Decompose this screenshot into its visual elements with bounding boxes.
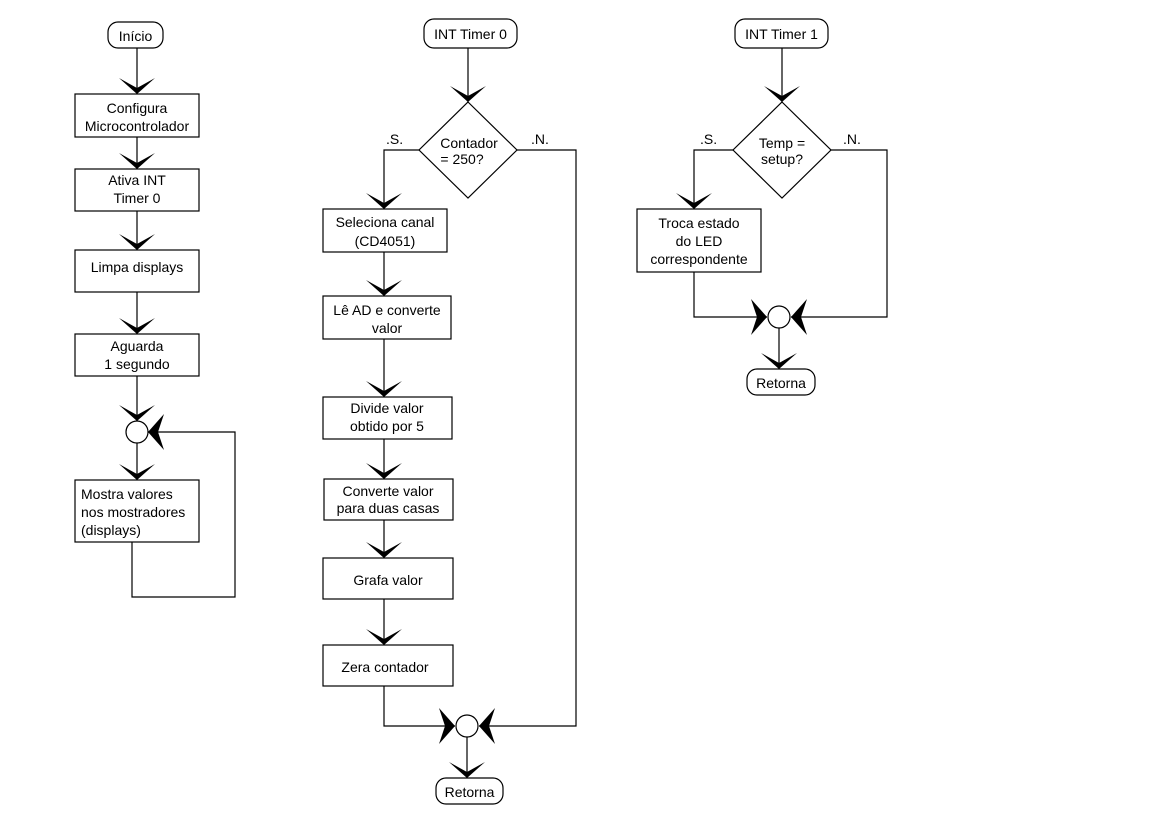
process-box — [322, 208, 448, 253]
arrowhead — [119, 318, 155, 334]
process-label: Troca estado — [658, 215, 739, 231]
process-label: Mostra valores — [81, 486, 173, 502]
junction-connector — [455, 714, 479, 738]
arrowhead — [450, 86, 486, 102]
process-label: do LED — [676, 233, 723, 249]
decision-label: Contador — [440, 135, 498, 151]
process-label: obtido por 5 — [350, 418, 424, 434]
process-label: Divide valor — [350, 400, 423, 416]
arrowhead — [751, 299, 767, 335]
start-label: INT Timer 0 — [434, 26, 507, 42]
flow-int-timer1: INT Timer 1 Temp = setup? .S. .N. Troca … — [636, 18, 888, 396]
no-label: .N. — [843, 131, 861, 147]
arrowhead — [366, 193, 402, 209]
process-label: Grafa valor — [353, 572, 423, 588]
loop-connector — [131, 431, 236, 598]
process-label: Seleciona canal — [336, 214, 435, 230]
process-label: para duas casas — [337, 500, 440, 516]
process-box — [74, 168, 200, 212]
end-terminal — [746, 368, 816, 396]
arrowhead — [119, 153, 155, 169]
arrowhead — [119, 234, 155, 250]
decision-label: setup? — [761, 151, 803, 167]
flow-int-timer0: INT Timer 0 Contador = 250? .S. .N. Sele… — [322, 18, 577, 805]
start-label: INT Timer 1 — [745, 26, 818, 42]
end-label: Retorna — [756, 375, 806, 391]
arrowhead — [676, 193, 712, 209]
arrowhead — [366, 280, 402, 296]
process-label: (displays) — [81, 522, 141, 538]
process-box — [636, 208, 762, 273]
start-terminal — [423, 18, 518, 49]
arrowhead — [791, 299, 807, 335]
process-label: Aguarda — [111, 338, 164, 354]
arrowhead — [148, 414, 164, 450]
yes-label: .S. — [700, 131, 717, 147]
process-label: Converte valor — [342, 483, 433, 499]
junction-connector — [767, 305, 791, 329]
start-terminal — [107, 21, 164, 49]
arrowhead — [366, 629, 402, 645]
end-terminal — [435, 777, 504, 805]
arrowhead — [366, 381, 402, 397]
arrowhead — [119, 405, 155, 421]
arrowhead — [439, 708, 455, 744]
arrowhead — [761, 353, 797, 369]
process-box — [322, 557, 454, 600]
arrowhead — [479, 708, 495, 744]
arrowhead — [449, 762, 485, 778]
junction-connector — [125, 420, 149, 444]
process-label: Zera contador — [341, 659, 428, 675]
process-label: nos mostradores — [81, 504, 185, 520]
process-label: Ativa INT — [108, 172, 166, 188]
decision-diamond — [418, 101, 518, 199]
process-box — [74, 249, 200, 293]
process-label: 1 segundo — [104, 356, 170, 372]
no-label: .N. — [531, 131, 549, 147]
process-box — [322, 295, 452, 340]
arrowhead — [366, 463, 402, 479]
process-label: correspondente — [650, 251, 748, 267]
process-box — [74, 479, 200, 543]
process-label: Microcontrolador — [85, 118, 190, 134]
flow-main: Início Configura Microcontrolador Ativa … — [74, 21, 236, 598]
start-label: Início — [119, 28, 153, 44]
process-box — [74, 93, 200, 138]
arrowhead — [119, 78, 155, 94]
decision-diamond — [732, 101, 832, 199]
process-box — [323, 478, 454, 521]
decision-label: = 250? — [440, 151, 483, 167]
yes-label: .S. — [386, 131, 403, 147]
process-label: Lê AD e converte — [333, 302, 441, 318]
decision-label: Temp = — [759, 135, 805, 151]
process-label: valor — [372, 320, 403, 336]
process-label: Limpa displays — [91, 259, 184, 275]
process-box — [322, 644, 454, 687]
arrowhead — [366, 542, 402, 558]
end-label: Retorna — [445, 784, 495, 800]
process-box — [74, 333, 200, 377]
process-label: (CD4051) — [355, 233, 416, 249]
arrowhead — [119, 464, 155, 480]
process-box — [322, 396, 453, 440]
arrowhead — [764, 86, 800, 102]
process-label: Configura — [107, 100, 168, 116]
process-label: Timer 0 — [114, 190, 161, 206]
